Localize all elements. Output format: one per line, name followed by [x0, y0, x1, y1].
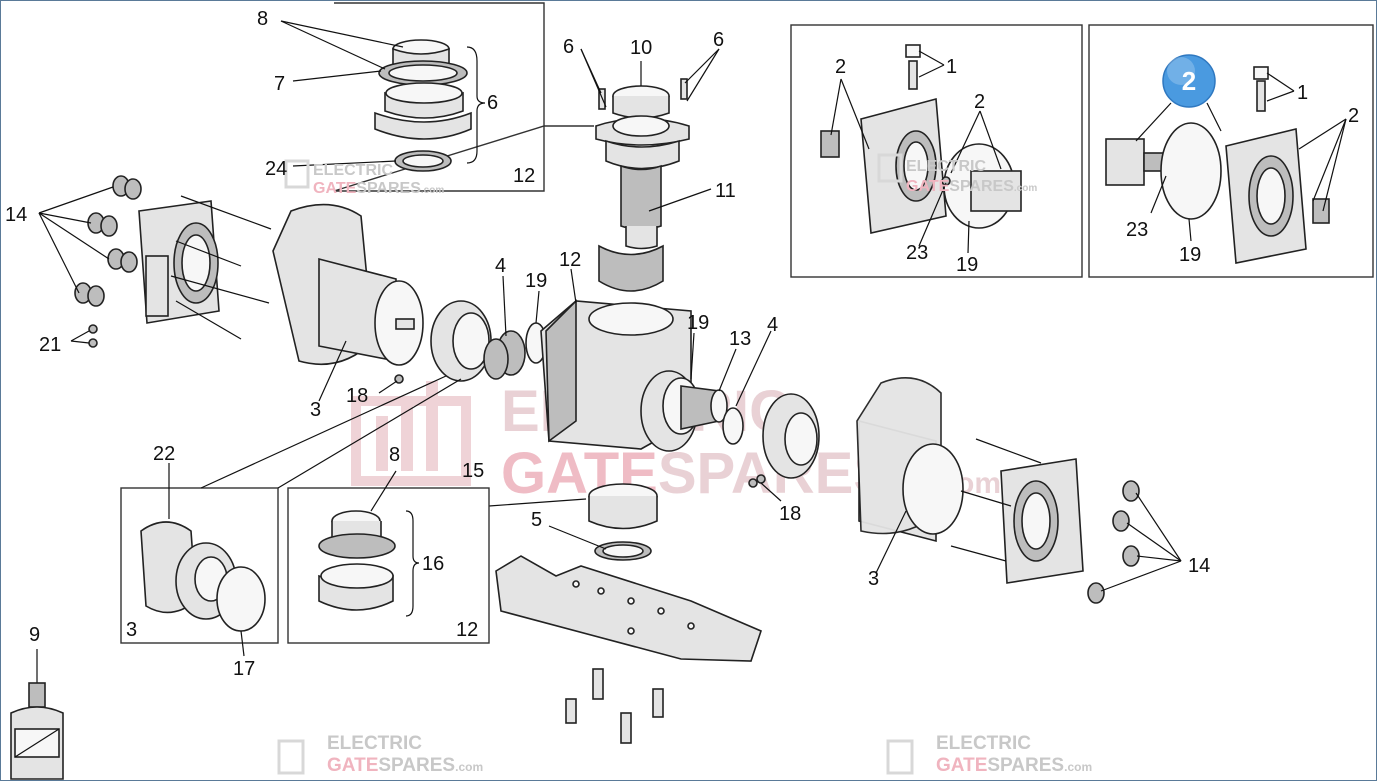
label-11: 11 [715, 180, 736, 202]
label-8-top: 8 [257, 8, 268, 30]
label-3-right: 3 [868, 568, 879, 590]
inset2-label-23: 23 [1126, 219, 1148, 241]
watermark-bottom-right: ELECTRIC GATESPARES.com [886, 733, 1092, 776]
label-8-mid: 8 [389, 444, 400, 466]
label-22: 22 [153, 443, 175, 465]
label-13: 13 [729, 328, 751, 350]
label-24: 24 [265, 158, 287, 180]
step-badge: 2 [1162, 54, 1216, 108]
badge-label: 2 [1182, 66, 1196, 96]
inset1-label-1: 1 [946, 56, 957, 78]
inset-panel-2: 2 [1088, 24, 1374, 278]
svg-text:ELECTRIC: ELECTRIC [936, 733, 1031, 754]
svg-text:GATESPARES.com: GATESPARES.com [906, 178, 1037, 195]
label-16: 16 [422, 553, 444, 575]
seal-kit-box [280, 2, 594, 192]
inset2-label-19: 19 [1179, 244, 1201, 266]
label-14-left: 14 [5, 204, 27, 226]
label-6-box: 6 [487, 92, 498, 114]
label-12-box: 12 [456, 619, 478, 641]
oil-bottle-icon [10, 649, 64, 780]
label-9: 9 [29, 624, 40, 646]
left-cylinder [272, 203, 424, 402]
piston-box [120, 375, 462, 657]
output-shaft-assembly [580, 48, 720, 292]
svg-text:ELECTRIC: ELECTRIC [327, 733, 422, 754]
label-12-top: 12 [513, 165, 535, 187]
label-19-right: 19 [687, 312, 709, 334]
label-12-center: 12 [559, 249, 581, 271]
left-piston [378, 275, 547, 394]
inset1-label-19: 19 [956, 254, 978, 276]
svg-text:ELECTRIC: ELECTRIC [906, 158, 986, 175]
right-piston [640, 330, 820, 502]
inset2-label-2: 2 [1348, 105, 1359, 127]
inset1-label-2b: 2 [974, 91, 985, 113]
inset2-label-1: 1 [1297, 82, 1308, 104]
label-4-left: 4 [495, 255, 506, 277]
bearing-seal-box [287, 470, 490, 644]
label-6-b: 6 [713, 29, 724, 51]
factory-logo-icon [351, 381, 471, 486]
label-19-left: 19 [525, 270, 547, 292]
label-18-left: 18 [346, 385, 368, 407]
label-14-right: 14 [1188, 555, 1210, 577]
watermark-top-left: ELECTRIC GATESPARES.com [284, 159, 444, 197]
label-18-right: 18 [779, 503, 801, 525]
label-15: 15 [462, 460, 484, 482]
right-end-cap [950, 438, 1182, 604]
label-3-left: 3 [310, 399, 321, 421]
watermark-bottom-left: ELECTRIC GATESPARES.com [277, 733, 483, 776]
watermark-line2: GATESPARES [501, 441, 892, 506]
svg-text:GATESPARES.com: GATESPARES.com [327, 755, 483, 776]
inset1-label-23: 23 [906, 242, 928, 264]
label-7: 7 [274, 73, 285, 95]
watermark-inset: ELECTRIC GATESPARES.com [877, 153, 1037, 195]
right-cylinder [856, 377, 964, 574]
label-10: 10 [630, 37, 652, 59]
label-5: 5 [531, 509, 542, 531]
callout-labels: 8 7 6 24 12 6 10 6 11 14 21 3 18 4 19 12… [5, 8, 1359, 680]
label-21: 21 [39, 334, 61, 356]
label-17: 17 [233, 658, 255, 680]
bottom-base-assembly [488, 483, 762, 744]
label-4-right: 4 [767, 314, 778, 336]
label-3-box: 3 [126, 619, 137, 641]
svg-text:ELECTRIC: ELECTRIC [313, 162, 393, 179]
inset-panel-1 [790, 24, 1083, 278]
svg-text:GATESPARES.com: GATESPARES.com [936, 755, 1092, 776]
inset1-label-2a: 2 [835, 56, 846, 78]
svg-text:GATESPARES.com: GATESPARES.com [313, 180, 444, 197]
left-end-cap [38, 175, 272, 348]
label-6-a: 6 [563, 36, 574, 58]
